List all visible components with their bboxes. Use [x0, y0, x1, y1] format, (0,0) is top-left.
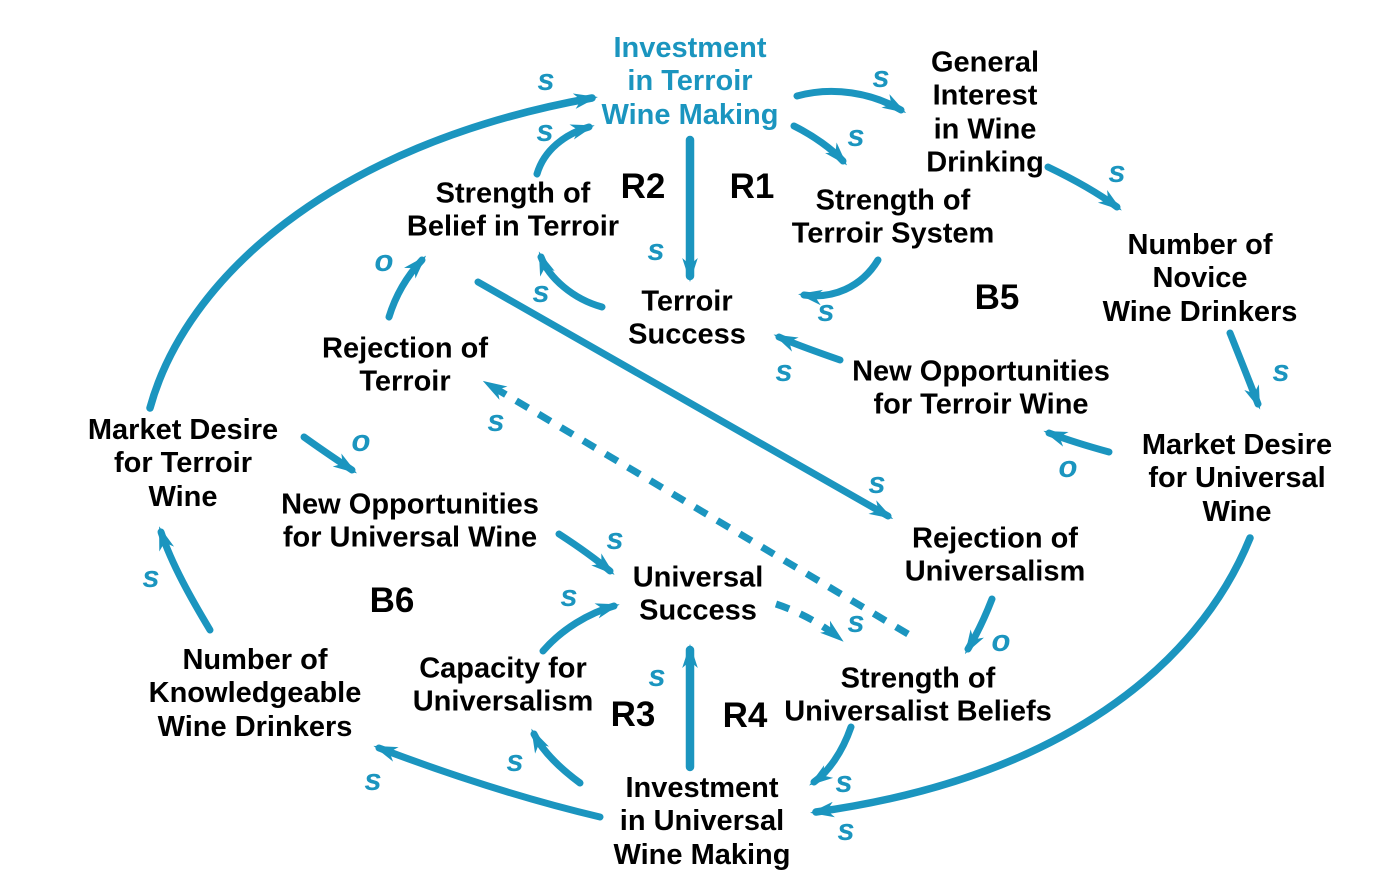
- arrow-strength-universalist-to-rejection-terroir: [482, 380, 910, 638]
- polarity-market-desire-terroir-to-investment-terroir: s: [537, 62, 555, 97]
- polarity-investment-universal-to-capacity-universalism: s: [506, 743, 524, 778]
- loop-label-r1: R1: [729, 167, 775, 206]
- polarity-strength-belief-terroir-to-rejection-universalism: s: [868, 465, 886, 500]
- node-terroir-success: Terroir Success: [628, 285, 746, 351]
- node-rejection-of-universalism: Rejection of Universalism: [904, 522, 1086, 588]
- polarity-universal-success-to-strength-universalist: s: [847, 604, 865, 639]
- arrow-investment-terroir-to-general-interest: [793, 87, 907, 114]
- polarity-general-interest-to-number-novice: s: [1108, 154, 1126, 189]
- polarity-investment-terroir-to-terroir-success: s: [647, 232, 665, 267]
- polarity-strength-belief-terroir-to-investment-terroir: s: [536, 113, 554, 148]
- node-strength-of-belief-in-terroir: Strength of Belief in Terroir: [406, 177, 620, 243]
- arrow-universal-success-to-strength-universalist: [774, 600, 844, 642]
- loop-label-b6: B6: [369, 581, 415, 620]
- node-strength-of-terroir-system: Strength of Terroir System: [791, 184, 995, 250]
- arrow-strength-belief-terroir-to-investment-terroir: [533, 123, 595, 178]
- arrow-strength-universalist-to-investment-universal: [809, 723, 855, 786]
- arrow-market-desire-universal-to-investment-universal: [810, 534, 1254, 818]
- polarity-terroir-success-to-strength-belief-terroir: s: [532, 274, 550, 309]
- arrow-capacity-universalism-to-universal-success: [539, 602, 620, 655]
- node-rejection-of-terroir: Rejection of Terroir: [322, 332, 488, 398]
- polarity-capacity-universalism-to-universal-success: s: [560, 578, 578, 613]
- node-general-interest-in-wine-drinking: General Interest in Wine Drinking: [926, 46, 1044, 179]
- arrow-rejection-terroir-to-strength-belief-terroir: [385, 255, 427, 321]
- arrow-rejection-universalism-to-strength-universalist: [964, 595, 996, 655]
- polarity-number-novice-to-market-desire-universal: s: [1272, 353, 1290, 388]
- arrow-strength-terroir-system-to-terroir-success: [798, 256, 882, 306]
- polarity-new-opp-terroir-to-terroir-success: s: [775, 353, 793, 388]
- polarity-new-opp-universal-to-universal-success: s: [606, 521, 624, 556]
- polarity-rejection-terroir-to-new-opp-universal: o: [351, 423, 371, 458]
- arrow-new-opp-terroir-to-terroir-success: [773, 333, 844, 364]
- loop-label-r3: R3: [610, 695, 656, 734]
- polarity-market-desire-universal-to-new-opp-terroir: o: [1058, 449, 1078, 484]
- polarity-number-knowledgeable-to-market-desire-terroir: s: [142, 559, 160, 594]
- node-universal-success: Universal Success: [632, 561, 764, 627]
- arrow-rejection-terroir-to-new-opp-universal: [300, 433, 357, 474]
- arrow-market-desire-terroir-to-investment-terroir: [146, 93, 598, 412]
- node-market-desire-for-universal-wine: Market Desire for Universal Wine: [1141, 428, 1333, 528]
- arrow-investment-universal-to-number-knowledgeable: [373, 744, 604, 821]
- arrow-number-novice-to-market-desire-universal: [1226, 329, 1262, 410]
- polarity-investment-terroir-to-general-interest: s: [872, 59, 890, 94]
- arrow-new-opp-universal-to-universal-success: [555, 530, 615, 575]
- arrow-number-knowledgeable-to-market-desire-terroir: [157, 526, 214, 634]
- node-new-opportunities-for-terroir-wine: New Opportunities for Terroir Wine: [852, 355, 1110, 421]
- node-capacity-for-universalism: Capacity for Universalism: [412, 652, 594, 718]
- loop-label-r4: R4: [722, 696, 768, 735]
- polarity-rejection-terroir-to-strength-belief-terroir: o: [374, 243, 394, 278]
- polarity-investment-universal-to-universal-success: s: [648, 658, 666, 693]
- arrow-investment-terroir-to-strength-terroir-system: [790, 122, 848, 166]
- node-investment-in-universal-wine-making: Investment in Universal Wine Making: [613, 771, 791, 871]
- polarity-investment-terroir-to-strength-terroir-system: s: [847, 118, 865, 153]
- arrow-market-desire-universal-to-new-opp-terroir: [1043, 429, 1113, 456]
- node-number-of-knowledgeable-wine-drinkers: Number of Knowledgeable Wine Drinkers: [148, 643, 362, 743]
- loop-label-r2: R2: [620, 167, 666, 206]
- polarity-investment-universal-to-number-knowledgeable: s: [364, 762, 382, 797]
- node-market-desire-for-terroir-wine: Market Desire for Terroir Wine: [87, 413, 279, 513]
- node-number-of-novice-wine-drinkers: Number of Novice Wine Drinkers: [1102, 228, 1298, 328]
- arrow-general-interest-to-number-novice: [1044, 163, 1122, 211]
- node-new-opportunities-for-universal-wine: New Opportunities for Universal Wine: [281, 488, 539, 554]
- loop-label-b5: B5: [974, 278, 1020, 317]
- node-investment-in-terroir-wine-making: Investment in Terroir Wine Making: [601, 31, 779, 131]
- arrow-terroir-success-to-strength-belief-terroir: [537, 251, 606, 311]
- polarity-strength-universalist-to-rejection-terroir: s: [487, 403, 505, 438]
- polarity-strength-universalist-to-investment-universal: s: [835, 764, 853, 799]
- arrow-investment-universal-to-capacity-universalism: [530, 728, 584, 787]
- polarity-strength-terroir-system-to-terroir-success: s: [817, 293, 835, 328]
- polarity-market-desire-universal-to-investment-universal: s: [837, 812, 855, 847]
- polarity-rejection-universalism-to-strength-universalist: o: [991, 623, 1011, 658]
- arrow-strength-belief-terroir-to-rejection-universalism: [474, 278, 894, 520]
- node-strength-of-universalist-beliefs: Strength of Universalist Beliefs: [784, 662, 1052, 728]
